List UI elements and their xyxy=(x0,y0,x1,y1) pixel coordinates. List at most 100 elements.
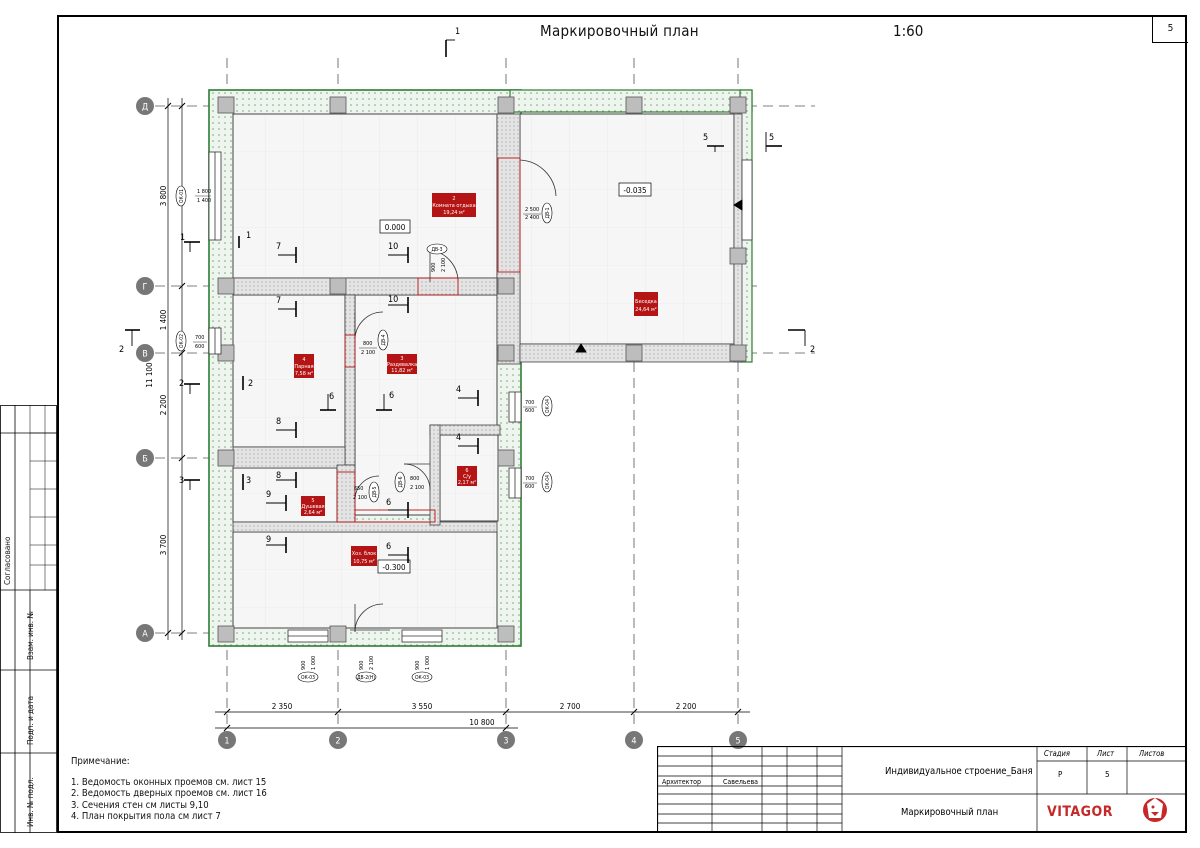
axis-bubble-B: Б xyxy=(136,449,154,467)
stamp-stage-header: Стадия xyxy=(1044,749,1070,758)
mark-dv5: ДВ-5 xyxy=(368,481,380,503)
stamp-sheet-name: Маркировочный план xyxy=(901,807,998,818)
svg-text:Беседка: Беседка xyxy=(635,299,657,305)
side-agreed: Согласовано xyxy=(3,536,12,585)
brand-logo: VITAGOR xyxy=(1047,804,1113,820)
svg-text:2: 2 xyxy=(810,345,815,355)
note-item: 2. Ведомость дверных проемов см. лист 16 xyxy=(71,788,267,799)
title-block: Индивидуальное строение_Баня Маркировочн… xyxy=(657,746,1187,833)
svg-text:6: 6 xyxy=(386,542,391,552)
svg-text:2 500: 2 500 xyxy=(525,207,539,213)
svg-text:2 400: 2 400 xyxy=(525,215,539,221)
svg-text:650: 650 xyxy=(354,486,363,492)
brand-lion-icon xyxy=(1143,798,1167,822)
dim-bottom-total: 10 800 xyxy=(469,718,495,727)
note-item: 4. План покрытия пола см лист 7 xyxy=(71,811,221,822)
svg-text:Раздевалка: Раздевалка xyxy=(387,362,417,368)
svg-text:3: 3 xyxy=(400,356,403,362)
svg-text:ДВ-1: ДВ-1 xyxy=(545,207,551,218)
svg-text:2: 2 xyxy=(452,196,455,202)
svg-text:4: 4 xyxy=(456,433,461,443)
mark-ok03a: ОК-03 xyxy=(297,671,319,683)
svg-text:7: 7 xyxy=(276,242,281,252)
svg-text:600: 600 xyxy=(525,408,534,414)
svg-text:2 100: 2 100 xyxy=(410,485,424,491)
svg-text:10: 10 xyxy=(388,242,398,252)
svg-text:900: 900 xyxy=(431,263,437,272)
svg-text:Комната отдыха: Комната отдыха xyxy=(432,203,475,209)
section-marks: 1 1 1 2 2 2 2 3 3 5 5 4 4 6 6 6 6 7 7 8 … xyxy=(119,27,815,563)
svg-text:700: 700 xyxy=(195,335,204,341)
dim-left-3: 2 200 xyxy=(159,394,168,415)
svg-text:2,64 м²: 2,64 м² xyxy=(304,509,322,516)
svg-text:11,82 м²: 11,82 м² xyxy=(391,367,412,374)
svg-text:5: 5 xyxy=(769,133,774,143)
level-main: 0.000 xyxy=(385,223,406,232)
notes-heading: Примечание: xyxy=(71,756,130,767)
svg-text:ДВ-3: ДВ-3 xyxy=(431,247,442,253)
svg-text:ДВ-5: ДВ-5 xyxy=(372,486,378,497)
svg-text:6: 6 xyxy=(389,391,394,401)
svg-text:С/у: С/у xyxy=(463,474,471,480)
svg-text:1: 1 xyxy=(246,231,251,241)
svg-text:5: 5 xyxy=(703,133,708,143)
dim-left-4: 3 700 xyxy=(159,534,168,555)
svg-text:19,24 м²: 19,24 м² xyxy=(443,209,464,216)
stamp-role: Архитектор xyxy=(662,778,701,786)
svg-text:800: 800 xyxy=(410,476,419,482)
columns xyxy=(217,96,747,643)
svg-text:А: А xyxy=(142,630,148,640)
svg-text:8: 8 xyxy=(276,471,281,481)
mark-ok04a: ОК-04 xyxy=(541,395,553,417)
axis-bubble-G: Г xyxy=(136,277,154,295)
svg-text:ОК-03: ОК-03 xyxy=(301,675,315,681)
svg-text:1 000: 1 000 xyxy=(425,656,431,670)
svg-text:2,17 м²: 2,17 м² xyxy=(458,479,476,486)
svg-text:6: 6 xyxy=(386,498,391,508)
svg-text:1: 1 xyxy=(455,27,460,37)
svg-text:800: 800 xyxy=(363,341,372,347)
mark-dv4: ДВ-4 xyxy=(377,329,389,351)
stamp-sheets-header: Листов xyxy=(1138,749,1164,758)
axis-bubble-2: 2 xyxy=(329,731,347,749)
level-terrace: -0.035 xyxy=(623,186,646,195)
svg-text:3: 3 xyxy=(246,476,251,486)
stamp-stage: Р xyxy=(1058,770,1063,779)
mark-ok04b: ОК-04 xyxy=(541,471,553,493)
stamp-sheet: 5 xyxy=(1105,770,1110,779)
svg-text:900: 900 xyxy=(359,661,365,670)
note-item: 3. Сечения стен см листы 9,10 xyxy=(71,799,209,811)
svg-text:2 100: 2 100 xyxy=(353,495,367,501)
svg-text:2 100: 2 100 xyxy=(369,656,375,670)
axis-bubble-V: В xyxy=(136,344,154,362)
svg-text:ОК-04: ОК-04 xyxy=(545,399,551,413)
svg-text:Парная: Парная xyxy=(294,364,313,370)
note-item: 1. Ведомость оконных проемов см. лист 15 xyxy=(71,776,267,788)
svg-text:7,58 м²: 7,58 м² xyxy=(295,370,313,377)
svg-text:ОК-01: ОК-01 xyxy=(179,189,185,203)
level-marks: 0.000 -0.035 -0.300 xyxy=(377,182,652,574)
entry-arrows xyxy=(575,199,743,353)
dim-bottom-4: 2 200 xyxy=(676,702,697,711)
svg-text:Д: Д xyxy=(142,103,148,113)
svg-text:10: 10 xyxy=(388,295,398,305)
left-dimensions: 3 800 1 400 2 200 3 700 11 100 xyxy=(145,98,186,640)
svg-text:2: 2 xyxy=(248,379,253,389)
dim-left-total: 11 100 xyxy=(145,362,154,388)
svg-text:6: 6 xyxy=(329,392,334,402)
notes-block: Примечание: 1. Ведомость оконных проемов… xyxy=(71,756,267,823)
svg-text:1 000: 1 000 xyxy=(311,656,317,670)
level-storage: -0.300 xyxy=(382,563,406,572)
room-tag-wc: 6С/у2,17 м² xyxy=(457,466,477,486)
dim-left-1: 3 800 xyxy=(159,185,168,206)
mark-dv1: ДВ-1 xyxy=(541,202,553,224)
svg-text:В: В xyxy=(142,350,148,360)
svg-text:3: 3 xyxy=(179,476,184,486)
svg-text:600: 600 xyxy=(525,484,534,490)
